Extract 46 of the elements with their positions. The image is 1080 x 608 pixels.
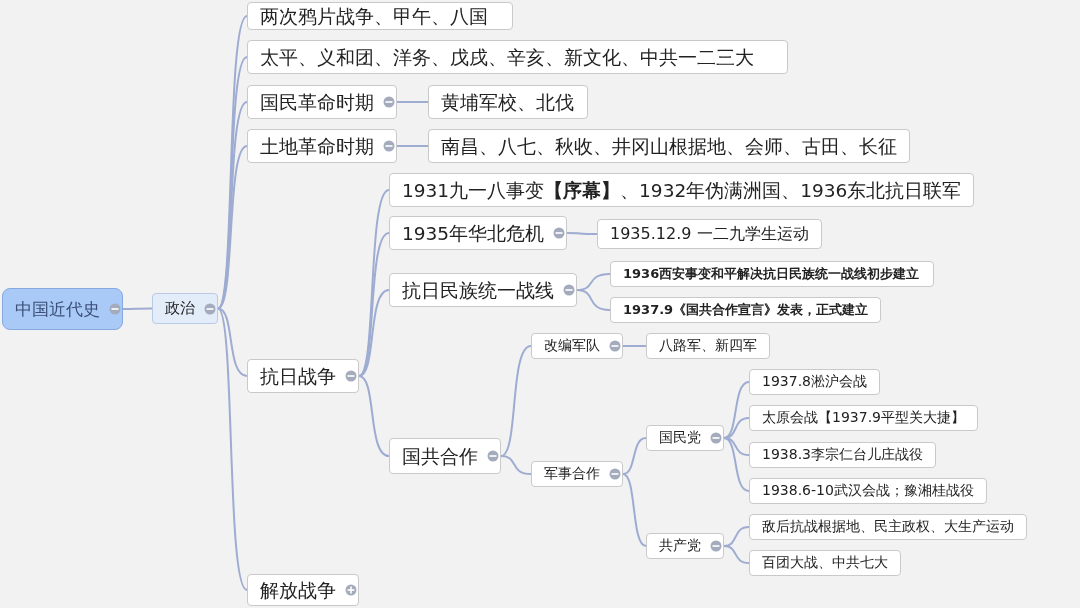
topic-box: 1931九一八事变【序幕】、1932年伪满洲国、1936东北抗日联军 <box>389 173 975 207</box>
topic-box: 八路军、新四军 <box>646 333 770 359</box>
branch-line <box>622 473 647 547</box>
branch-line <box>500 345 532 457</box>
topic-box: 解放战争 <box>247 574 359 606</box>
topic-box: 1938.6-10武汉会战；豫湘桂战役 <box>749 478 987 504</box>
branch-line <box>358 232 390 377</box>
branch-line <box>576 289 611 311</box>
topic-box: 1935.12.9 一二九学生运动 <box>597 219 822 249</box>
topic-box: 1938.3李宗仁台儿庄战役 <box>749 442 936 468</box>
topic-box: 改编军队 <box>531 333 623 359</box>
topic-box: 1937.9《国共合作宣言》发表，正式建立 <box>610 297 882 323</box>
branch-line <box>358 375 390 457</box>
branch-line <box>122 307 153 310</box>
topic-box: 政治 <box>152 293 218 324</box>
topic-box: 黄埔军校、北伐 <box>428 85 588 119</box>
topic-box: 太原会战【1937.9平型关大捷】 <box>749 405 978 431</box>
root-topic-box: 中国近代史 <box>2 288 123 330</box>
topic-box: 抗日战争 <box>247 359 359 393</box>
topic-box: 军事合作 <box>531 461 623 487</box>
topic-box: 百团大战、中共七大 <box>749 550 901 576</box>
branch-line <box>622 437 647 475</box>
branch-line <box>396 101 429 103</box>
topic-box: 土地革命时期 <box>247 129 397 163</box>
topic-box: 抗日民族统一战线 <box>389 273 577 307</box>
topic-box: 南昌、八七、秋收、井冈山根据地、会师、古田、长征 <box>428 129 910 163</box>
branch-line <box>723 437 750 492</box>
branch-line <box>723 545 750 564</box>
branch-line <box>358 289 390 377</box>
branch-line <box>217 307 248 591</box>
branch-line <box>217 307 248 377</box>
topic-box: 国民党 <box>646 425 724 451</box>
branch-line <box>566 232 598 235</box>
topic-box: 敌后抗战根据地、民主政权、大生产运动 <box>749 514 1027 540</box>
topic-box: 1936西安事变和平解决抗日民族统一战线初步建立 <box>610 261 934 287</box>
branch-line <box>500 455 532 475</box>
branch-line <box>396 145 429 147</box>
branch-line <box>622 345 647 347</box>
topic-box: 1935年华北危机 <box>389 216 568 250</box>
topic-box: 共产党 <box>646 533 724 559</box>
topic-box: 1937.8淞沪会战 <box>749 369 880 395</box>
topic-box: 国民革命时期 <box>247 85 397 119</box>
topic-box: 国共合作 <box>389 438 501 474</box>
topic-box: 太平、义和团、洋务、戊戌、辛亥、新文化、中共一二三大 <box>247 40 788 74</box>
branch-line <box>723 381 750 439</box>
topic-box: 两次鸦片战争、甲午、八国 <box>247 2 513 30</box>
